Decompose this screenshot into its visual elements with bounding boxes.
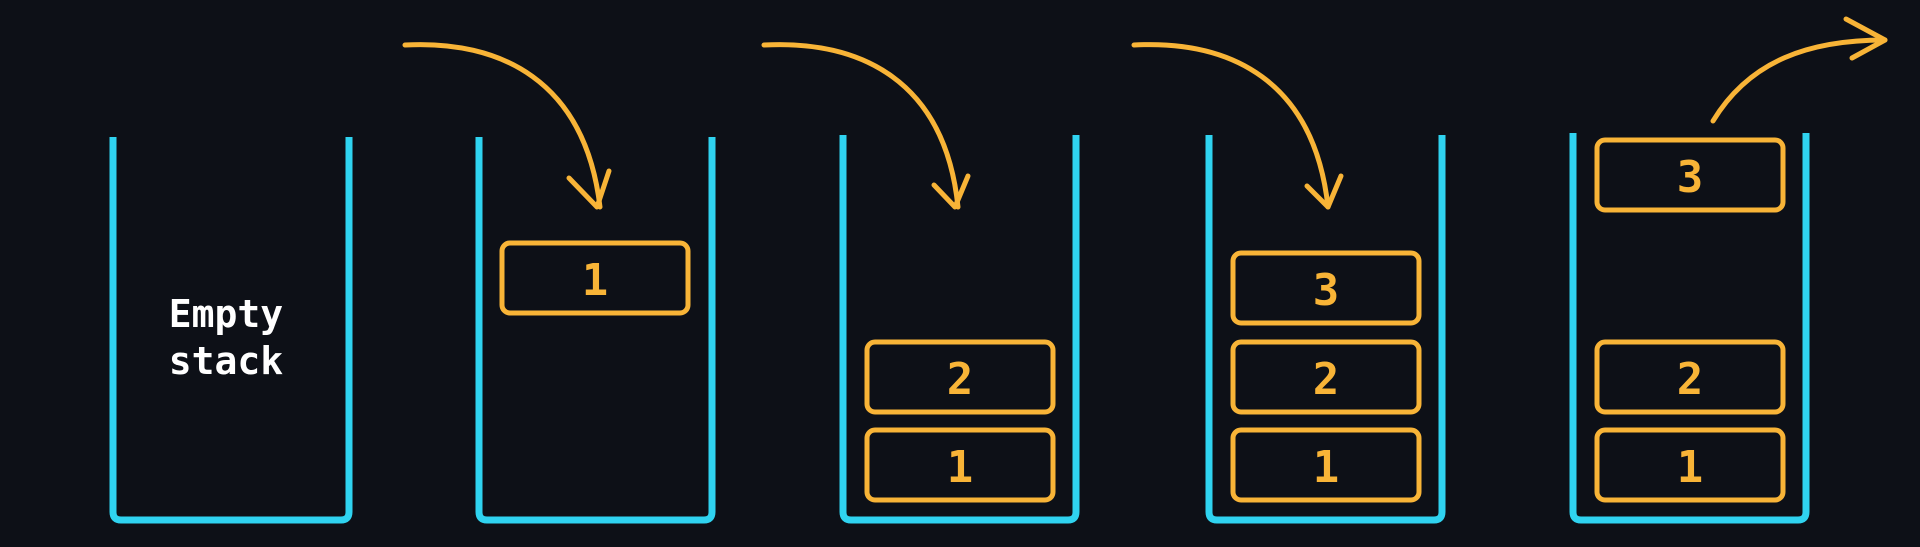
push-arrow [1131, 42, 1331, 210]
stack-item-label: 1 [1313, 442, 1340, 493]
stack-1: 1 [402, 42, 716, 524]
stack-item-label: 1 [1677, 442, 1704, 493]
stack-container [1205, 135, 1446, 524]
stack-item-label: 2 [947, 354, 974, 405]
push-arrow-head [931, 173, 971, 210]
stack-item-box [1594, 137, 1786, 213]
stack-item-label: 1 [947, 442, 974, 493]
push-arrow-head [1304, 173, 1344, 210]
stack-item-label: 2 [1677, 354, 1704, 405]
pop-arrow [1710, 37, 1888, 124]
stack-item-box [499, 240, 691, 316]
stack-item-label: 3 [1677, 152, 1704, 203]
stack-3: 1 2 3 [1131, 42, 1446, 524]
empty-stack-label-line-1: Empty [169, 292, 283, 336]
pop-arrow-head [1843, 16, 1888, 61]
empty-stack-label-line-2: stack [169, 339, 284, 383]
push-arrow [761, 42, 961, 210]
push-arrow [402, 42, 603, 210]
stack-item-box [1594, 427, 1786, 503]
stack-item-box [1594, 339, 1786, 415]
stack-item-box [1230, 427, 1422, 503]
stack-item-label: 3 [1313, 265, 1340, 316]
stack-4: 1 2 3 [1569, 16, 1888, 524]
stack-container [1569, 133, 1810, 524]
push-arrow-head [566, 168, 612, 210]
stack-item-box [1230, 250, 1422, 326]
stack-item-label: 2 [1313, 354, 1340, 405]
stack-0: Empty stack [109, 137, 353, 524]
stack-2: 1 2 [761, 42, 1080, 524]
stack-item-box [1230, 339, 1422, 415]
stack-container [475, 137, 716, 524]
stack-container [109, 137, 353, 524]
stack-item-label: 1 [582, 255, 609, 306]
stack-container [839, 135, 1080, 524]
stack-item-box [864, 339, 1056, 415]
stack-item-box [864, 427, 1056, 503]
